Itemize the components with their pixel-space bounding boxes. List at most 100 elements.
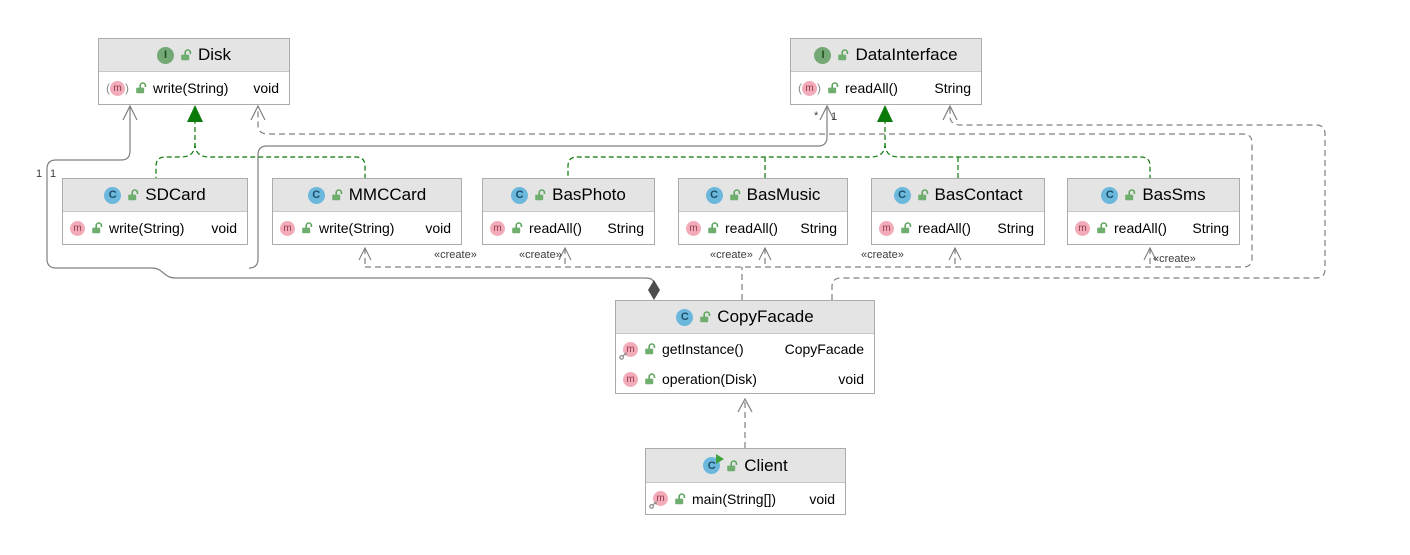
method-icon: m: [70, 220, 85, 236]
class-box-client[interactable]: C Client m main(String[]) void: [645, 448, 846, 515]
multiplicity-datainterface-left: *: [814, 110, 819, 122]
public-lock-icon: [643, 342, 657, 356]
member-name: write(String): [319, 220, 395, 236]
public-lock-icon: [179, 48, 193, 62]
class-box-bassms[interactable]: C BasSms m readAll() String: [1067, 178, 1240, 245]
class-header-basphoto[interactable]: C BasPhoto: [483, 179, 654, 212]
create-label-basphoto: «create»: [519, 249, 562, 261]
class-icon: C: [307, 186, 325, 204]
public-lock-icon: [706, 221, 720, 235]
composition-diamond: [648, 280, 660, 300]
method-icon: m: [280, 220, 295, 236]
member-row[interactable]: m readAll() String: [679, 212, 847, 244]
member-type: String: [800, 220, 837, 236]
arrowhead-disk-association: [122, 104, 138, 121]
class-box-sdcard[interactable]: C SDCard m write(String) void: [62, 178, 248, 245]
class-box-basmusic[interactable]: C BasMusic m readAll() String: [678, 178, 848, 245]
member-name: main(String[]): [692, 490, 777, 507]
member-name: write(String): [153, 80, 229, 96]
member-row[interactable]: (m) write(String) void: [99, 72, 289, 104]
member-type: void: [253, 80, 279, 96]
multiplicity-disk-left: 1: [36, 168, 43, 180]
class-box-datainterface[interactable]: I DataInterface (m) readAll() String: [790, 38, 982, 105]
class-title: BasPhoto: [552, 185, 626, 204]
class-header-bassms[interactable]: C BasSms: [1068, 179, 1239, 212]
member-type: void: [809, 490, 835, 507]
method-icon: m: [879, 220, 894, 236]
member-row[interactable]: m readAll() String: [872, 212, 1044, 244]
edge-composition-copyfacade-disk: [46, 106, 655, 285]
class-title: CopyFacade: [717, 307, 814, 326]
realization-triangle-datainterface: [877, 105, 893, 122]
class-box-bascontact[interactable]: C BasContact m readAll() String: [871, 178, 1045, 245]
member-row[interactable]: m readAll() String: [483, 212, 654, 244]
create-label-bascontact: «create»: [861, 249, 904, 261]
class-icon: C: [511, 186, 529, 204]
member-row[interactable]: (m) readAll() String: [791, 72, 981, 104]
run-arrow-icon: [716, 454, 725, 464]
interface-icon: I: [814, 46, 832, 64]
edge-dependency-copyfacade-datainterface: [831, 107, 1326, 300]
member-name: readAll(): [918, 220, 971, 236]
static-method-icon: m: [623, 341, 638, 357]
edge-realization-basphoto-datainterface: [567, 111, 886, 178]
member-type: String: [997, 220, 1034, 236]
method-icon: m: [623, 371, 638, 387]
abstract-method-icon: (m): [106, 80, 129, 96]
edge-association-copyfacade-datainterface: [248, 106, 828, 269]
member-name: operation(Disk): [662, 371, 757, 387]
member-row[interactable]: m getInstance() CopyFacade: [616, 334, 874, 364]
public-lock-icon: [698, 310, 712, 324]
class-title: BasMusic: [746, 185, 821, 204]
member-type: CopyFacade: [784, 341, 864, 357]
member-name: readAll(): [845, 80, 898, 96]
public-lock-icon: [728, 188, 742, 202]
class-title: SDCard: [145, 185, 206, 204]
member-name: write(String): [109, 220, 185, 236]
class-box-basphoto[interactable]: C BasPhoto m readAll() String: [482, 178, 655, 245]
class-title: DataInterface: [855, 45, 958, 64]
method-icon: m: [1075, 220, 1090, 236]
class-title: BasSms: [1142, 185, 1206, 204]
member-row[interactable]: m main(String[]) void: [646, 483, 845, 514]
class-title: Disk: [197, 45, 232, 64]
class-header-basmusic[interactable]: C BasMusic: [679, 179, 847, 212]
class-box-disk[interactable]: I Disk (m) write(String) void: [98, 38, 290, 105]
member-name: readAll(): [725, 220, 778, 236]
public-lock-icon: [1095, 221, 1109, 235]
interface-icon: I: [156, 46, 174, 64]
arrowhead-create-bassms: [1143, 246, 1157, 261]
class-header-client[interactable]: C Client: [646, 449, 845, 483]
member-type: String: [607, 220, 644, 236]
class-box-mmccard[interactable]: C MMCCard m write(String) void: [272, 178, 462, 245]
class-header-disk[interactable]: I Disk: [99, 39, 289, 72]
multiplicity-datainterface-right: 1: [831, 111, 838, 123]
class-header-copyfacade[interactable]: C CopyFacade: [616, 301, 874, 334]
class-header-sdcard[interactable]: C SDCard: [63, 179, 247, 212]
create-label-basmusic: «create»: [710, 249, 753, 261]
class-header-mmccard[interactable]: C MMCCard: [273, 179, 461, 212]
member-name: readAll(): [1114, 220, 1167, 236]
member-row[interactable]: m write(String) void: [63, 212, 247, 244]
member-row[interactable]: m operation(Disk) void: [616, 364, 874, 394]
class-box-copyfacade[interactable]: C CopyFacade m getInstance() CopyFacade …: [615, 300, 875, 394]
member-row[interactable]: m write(String) void: [273, 212, 461, 244]
class-header-bascontact[interactable]: C BasContact: [872, 179, 1044, 212]
class-icon: C: [705, 186, 723, 204]
edge-realization-mmccard-disk: [194, 142, 366, 178]
arrowhead-create-bascontact: [948, 246, 962, 261]
static-method-icon: m: [653, 491, 668, 506]
class-header-datainterface[interactable]: I DataInterface: [791, 39, 981, 72]
member-row[interactable]: m readAll() String: [1068, 212, 1239, 244]
multiplicity-disk-right: 1: [50, 168, 57, 180]
public-lock-icon: [533, 188, 547, 202]
public-lock-icon: [899, 221, 913, 235]
public-lock-icon: [916, 188, 930, 202]
class-icon: C: [1101, 186, 1119, 204]
arrowhead-create-mmccard: [358, 246, 372, 261]
member-type: void: [425, 220, 451, 236]
public-lock-icon: [134, 81, 148, 95]
edge-realization-sdcard-disk: [155, 111, 196, 178]
